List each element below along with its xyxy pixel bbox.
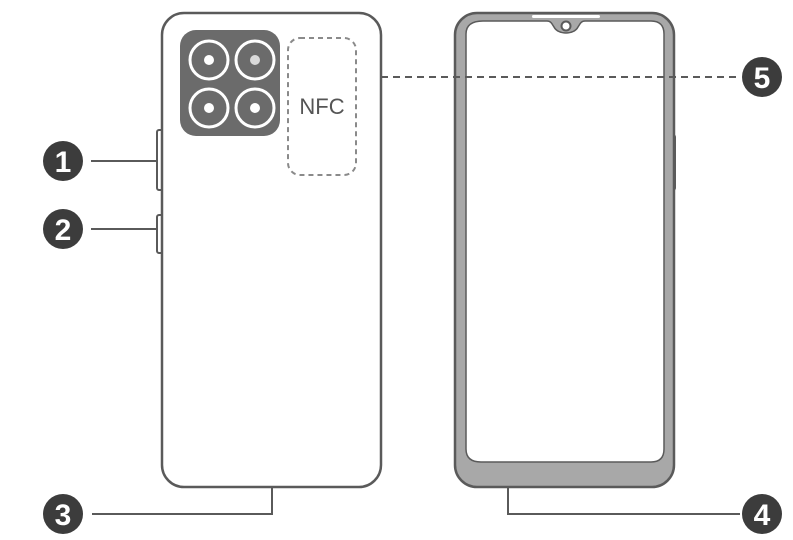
callout-3: 3 (43, 494, 83, 534)
svg-text:3: 3 (55, 499, 72, 532)
callout-1: 1 (43, 141, 83, 181)
callout-lines (91, 76, 740, 515)
callout-2: 2 (43, 209, 83, 249)
svg-text:4: 4 (754, 499, 771, 532)
camera-lens-bottom-right (234, 87, 276, 129)
svg-text:5: 5 (754, 62, 771, 95)
phone-back: NFC (156, 11, 383, 489)
nfc-area (287, 37, 357, 176)
camera-lens-top-right (234, 39, 276, 81)
svg-text:1: 1 (55, 146, 72, 179)
callout-5: 5 (742, 57, 782, 97)
callout-line-4 (507, 487, 740, 515)
camera-lens-bottom-left (188, 87, 230, 129)
camera-lens-top-left (188, 39, 230, 81)
nfc-label: NFC (299, 94, 344, 119)
front-camera (560, 20, 572, 32)
svg-text:2: 2 (55, 214, 72, 247)
screen (465, 20, 665, 463)
phone-front (453, 11, 676, 489)
callout-line-3 (92, 487, 273, 515)
callout-4: 4 (742, 494, 782, 534)
earpiece (532, 15, 600, 18)
